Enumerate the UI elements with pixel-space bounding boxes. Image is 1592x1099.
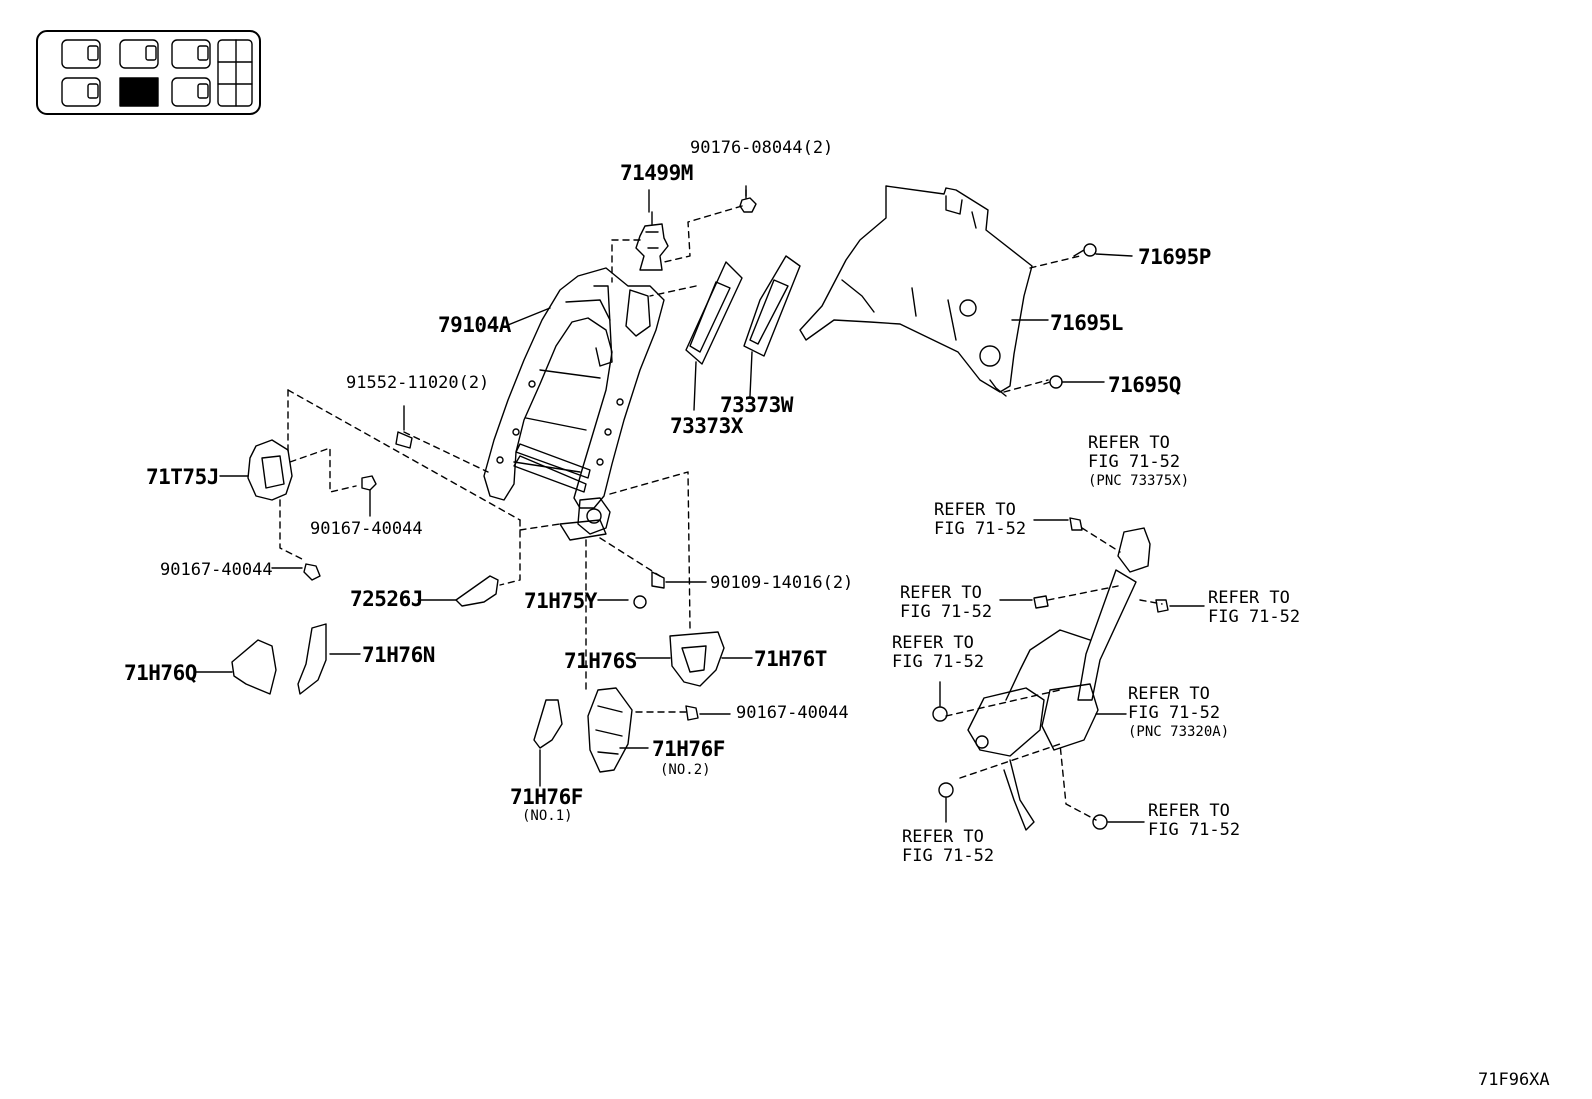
seat-locator-icon [36,30,261,115]
panel-71695l-icon [799,185,1033,397]
bolt-ref-2-icon [1033,595,1049,609]
label-71h75y: 71H75Y [524,589,597,613]
cover-71h76q-icon [231,639,277,695]
locator-highlight [119,77,159,107]
label-73373w: 73373W [720,393,793,417]
label-71h76f-no1-note: (NO.1) [522,808,573,824]
label-71h76q: 71H76Q [124,661,197,685]
cover-71h76f-no1-icon [533,699,563,749]
label-71t75j: 71T75J [146,465,219,489]
cover-71t75j-icon [247,439,293,501]
rail-73373x-icon [685,261,743,411]
bolt-ref-1-icon [1069,517,1083,531]
cover-71h76f-no2-icon [587,687,633,773]
label-91552-11020: 91552-11020(2) [346,373,490,393]
bolt-90109-icon [651,571,707,589]
clip-71695p-icon [1073,243,1097,257]
cover-71h76s-icon [669,631,725,687]
rail-73373w-icon [743,255,801,397]
label-71695l: 71695L [1050,311,1123,335]
ref-pnc-73320a: REFER TO FIG 71-52 (PNC 73320A) [1128,684,1230,741]
label-71h76f-no2-note: (NO.2) [660,762,711,778]
ref-pnc-73375x: REFER TO FIG 71-52 (PNC 73375X) [1088,433,1190,490]
label-71695p: 71695P [1138,245,1211,269]
figure-code: 71F96XA [1478,1070,1550,1090]
label-90167-40044-c: 90167-40044 [736,703,849,723]
bolt-90167-c-icon [685,705,731,721]
pad-72526j-icon [455,575,499,607]
label-79104a: 79104A [438,313,511,337]
recliner-assembly-icon [967,527,1151,831]
nut-ref-4-icon [932,681,948,722]
label-90167-40044-b: 90167-40044 [160,560,273,580]
label-71h76f-no1: 71H76F [510,785,583,809]
label-90176-08044: 90176-08044(2) [690,138,834,158]
bracket-71499m-icon [635,211,669,271]
bolt-91552-icon [395,405,413,449]
bolt-ref-3-icon [1155,599,1169,613]
label-71h76t: 71H76T [754,647,827,671]
label-90109-14016: 90109-14016(2) [710,573,854,593]
label-72526j: 72526J [350,587,423,611]
seatback-frame-icon [483,267,665,541]
bolt-90176-icon [739,189,757,213]
label-71499m: 71499M [620,161,693,185]
label-73373x: 73373X [670,414,743,438]
label-90167-40044-a: 90167-40044 [310,519,423,539]
label-71h76f-no2: 71H76F [652,737,725,761]
bolt-90167-b-icon [271,563,321,581]
nut-ref-5-icon [938,782,954,823]
bolt-90167-a-icon [361,475,377,517]
cover-71h76n-icon [297,623,327,695]
clip-71695q-icon [1043,375,1063,389]
label-71h76n: 71H76N [362,643,435,667]
label-71695q: 71695Q [1108,373,1181,397]
nut-ref-6-icon [1092,814,1145,830]
label-71h76s: 71H76S [564,649,637,673]
nut-71h75y-icon [633,595,647,609]
